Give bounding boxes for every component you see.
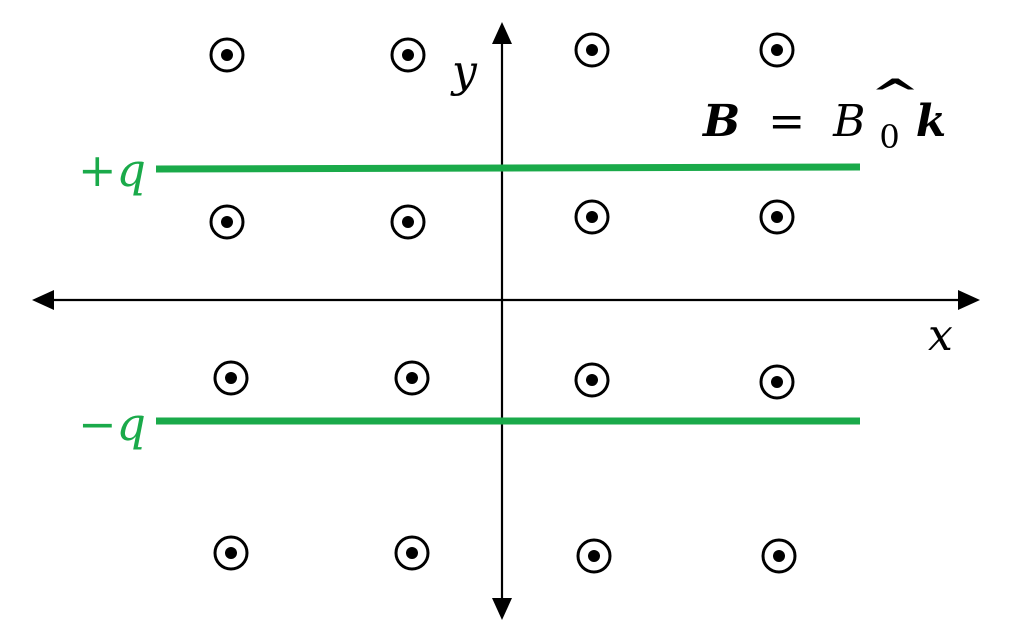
field-out-of-page-marker	[759, 32, 795, 68]
field-marker-ring	[209, 37, 245, 73]
field-marker-dot	[586, 211, 598, 223]
field-marker-dot	[225, 372, 237, 384]
field-equals-sign: =	[768, 96, 805, 147]
field-marker-ring	[574, 362, 610, 398]
x-axis-label: x	[928, 310, 953, 361]
field-magnitude-subscript: 0	[879, 118, 899, 156]
field-marker-dot	[586, 374, 598, 386]
field-magnitude: B	[832, 96, 865, 147]
field-out-of-page-marker	[759, 364, 795, 400]
field-out-of-page-marker	[394, 535, 430, 571]
field-marker-dot	[588, 550, 600, 562]
field-out-of-page-marker	[213, 360, 249, 396]
y-axis-top-arrowhead	[492, 22, 512, 44]
field-out-of-page-marker	[574, 32, 610, 68]
upper-charged-wire	[155, 163, 861, 173]
field-marker-ring	[759, 364, 795, 400]
field-marker-dot	[225, 547, 237, 559]
field-marker-ring	[209, 204, 245, 240]
field-out-of-page-marker	[759, 199, 795, 235]
y-axis	[492, 22, 512, 620]
field-marker-dot	[402, 216, 414, 228]
x-axis	[32, 290, 980, 310]
field-marker-grid	[209, 32, 797, 574]
y-axis-label: y	[450, 46, 478, 97]
field-out-of-page-marker	[390, 204, 426, 240]
field-out-of-page-marker	[209, 37, 245, 73]
field-marker-dot	[586, 44, 598, 56]
field-symbol: B	[701, 96, 740, 147]
field-marker-dot	[221, 216, 233, 228]
y-axis-bottom-arrowhead	[492, 598, 512, 620]
field-marker-ring	[390, 204, 426, 240]
field-out-of-page-marker	[574, 199, 610, 235]
field-marker-ring	[213, 360, 249, 396]
field-out-of-page-marker	[576, 538, 612, 574]
field-marker-dot	[221, 49, 233, 61]
lower-wire-group: −q	[78, 397, 860, 451]
field-unit-vector: k	[916, 96, 947, 147]
field-out-of-page-marker	[394, 360, 430, 396]
field-marker-ring	[574, 199, 610, 235]
upper-wire-group: +q	[78, 143, 861, 197]
field-marker-ring	[213, 535, 249, 571]
field-marker-ring	[574, 32, 610, 68]
x-axis-right-arrowhead	[958, 290, 980, 310]
field-marker-dot	[402, 49, 414, 61]
field-equation-text: B = B 0 k	[701, 96, 946, 159]
field-marker-ring	[759, 32, 795, 68]
lower-wire-charge-label: −q	[78, 397, 146, 451]
field-equation: B = B 0 k ^	[701, 71, 946, 159]
field-marker-ring	[576, 538, 612, 574]
field-out-of-page-marker	[213, 535, 249, 571]
field-marker-dot	[406, 547, 418, 559]
field-out-of-page-marker	[209, 204, 245, 240]
field-marker-ring	[394, 360, 430, 396]
field-marker-ring	[761, 538, 797, 574]
field-marker-ring	[390, 37, 426, 73]
field-unit-vector-hat: ^	[870, 71, 920, 118]
field-out-of-page-marker	[574, 362, 610, 398]
field-marker-dot	[771, 211, 783, 223]
field-marker-dot	[771, 44, 783, 56]
field-marker-dot	[406, 372, 418, 384]
field-out-of-page-marker	[761, 538, 797, 574]
upper-wire-charge-label: +q	[78, 143, 146, 197]
field-marker-ring	[759, 199, 795, 235]
x-axis-left-arrowhead	[32, 290, 54, 310]
field-out-of-page-marker	[390, 37, 426, 73]
field-marker-ring	[394, 535, 430, 571]
field-marker-dot	[773, 550, 785, 562]
field-marker-dot	[771, 376, 783, 388]
